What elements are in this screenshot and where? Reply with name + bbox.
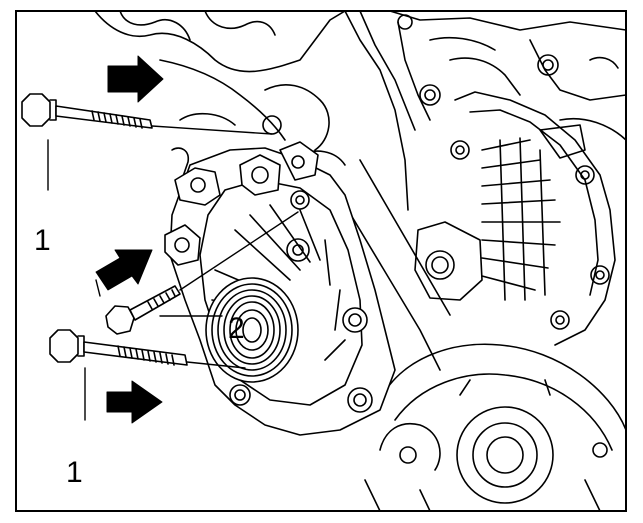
callout-label-1-upper: 1 xyxy=(34,224,51,257)
short-bolt-middle xyxy=(105,285,181,335)
lower-pulley xyxy=(364,343,626,511)
water-pump xyxy=(164,141,396,436)
arrow-lower xyxy=(106,380,163,424)
housing-rail xyxy=(329,159,451,371)
callout-label-2: 2 xyxy=(228,312,245,345)
direction-arrows xyxy=(95,55,164,424)
long-bolt-lower xyxy=(49,329,188,366)
callout-leaders xyxy=(47,125,299,421)
long-bolt-upper xyxy=(21,93,153,129)
arrow-middle xyxy=(95,249,153,291)
pump-housing xyxy=(389,11,626,346)
callout-label-1-lower: 1 xyxy=(66,456,83,489)
arrow-upper xyxy=(107,55,164,103)
